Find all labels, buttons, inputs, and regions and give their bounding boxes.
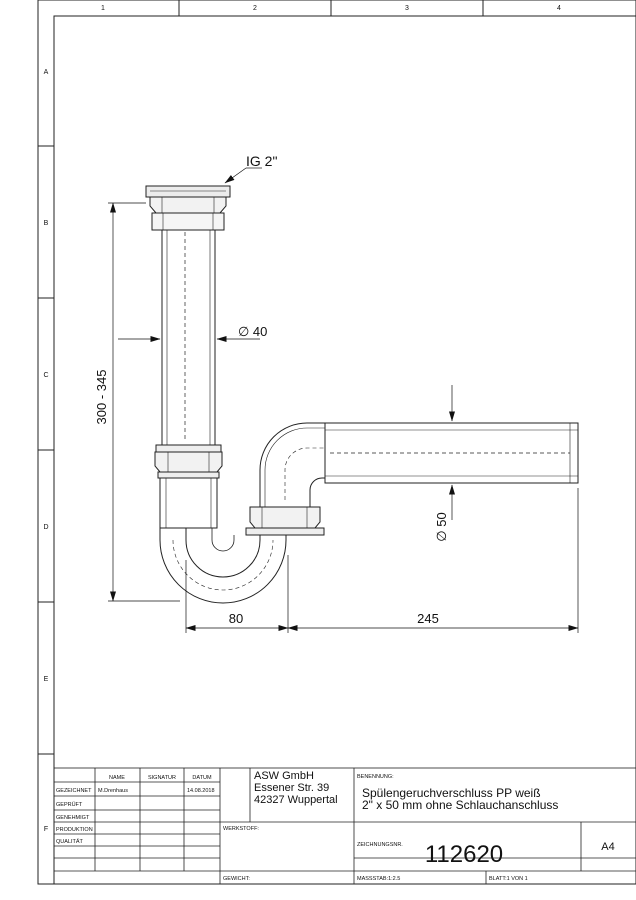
column-label: 1 [101,5,105,12]
drawing-number: 112620 [425,841,503,868]
company-street: Essener Str. 39 [254,782,329,794]
role-approved: GENEHMIGT [56,815,90,821]
outlet-pipe [324,422,579,484]
header-date: DATUM [192,775,212,781]
dimension-245-label: 245 [417,611,439,626]
frame-zone-labels: 1 2 3 4 A B C D E F [43,5,561,833]
row-label: A [44,69,49,76]
designation-label: BENENNUNG: [357,774,394,780]
company-city: 42327 Wuppertal [254,794,338,806]
row-label: F [44,826,48,833]
thread-leader [224,167,247,184]
row-label: C [43,372,48,379]
dimensions [108,167,579,633]
role-checked: GEPRÜFT [56,801,83,808]
union-nut-right [245,506,325,536]
row-label: E [44,676,49,683]
top-cap-nut [145,185,231,231]
height-range-label: 300 - 345 [94,370,109,425]
thread-size-label: IG 2" [246,153,277,169]
material-label: WERKSTOFF: [223,826,259,832]
drawn-by-name: M.Drenhaus [98,788,128,794]
row-label: B [44,220,49,227]
title-block [53,767,636,885]
siphon-drawing [145,185,579,604]
sheet-count-label: BLATT:1 VON 1 [489,876,528,882]
designation-line-1: Spülengeruchverschluss PP weiß [362,786,541,800]
title-block-text: NAME SIGNATUR DATUM GEZEICHNET GEPRÜFT G… [56,770,615,882]
role-quality: QUALITÄT [56,838,84,845]
drawn-date: 14.08.2018 [187,788,215,794]
weight-label: GEWICHT: [223,876,250,882]
column-label: 3 [405,5,409,12]
row-label: D [43,524,48,531]
vertical-pipe [161,229,216,446]
scale-label: MASSSTAB:1:2.5 [357,876,400,882]
outlet-elbow [259,422,325,507]
designation-line-2: 2" x 50 mm ohne Schlauchanschluss [362,798,558,812]
pipe-diameter-label: ∅ 40 [238,324,267,339]
header-name: NAME [109,775,125,781]
company-name: ASW GmbH [254,770,314,782]
role-drawn: GEZEICHNET [56,788,92,794]
role-production: PRODUKTION [56,827,93,833]
outlet-diameter-label: ∅ 50 [434,512,449,541]
sheet-size: A4 [601,841,614,853]
drawing-number-label: ZEICHNUNGSNR. [357,842,403,848]
union-nut-left [154,444,223,479]
siphon-bowl [159,477,287,604]
column-label: 2 [253,5,257,12]
drawing-frame [37,0,636,885]
column-label: 4 [557,5,561,12]
dimension-80-label: 80 [229,611,243,626]
dimension-labels: IG 2" ∅ 40 300 - 345 ∅ 50 80 245 [94,153,449,626]
header-signature: SIGNATUR [148,775,176,781]
